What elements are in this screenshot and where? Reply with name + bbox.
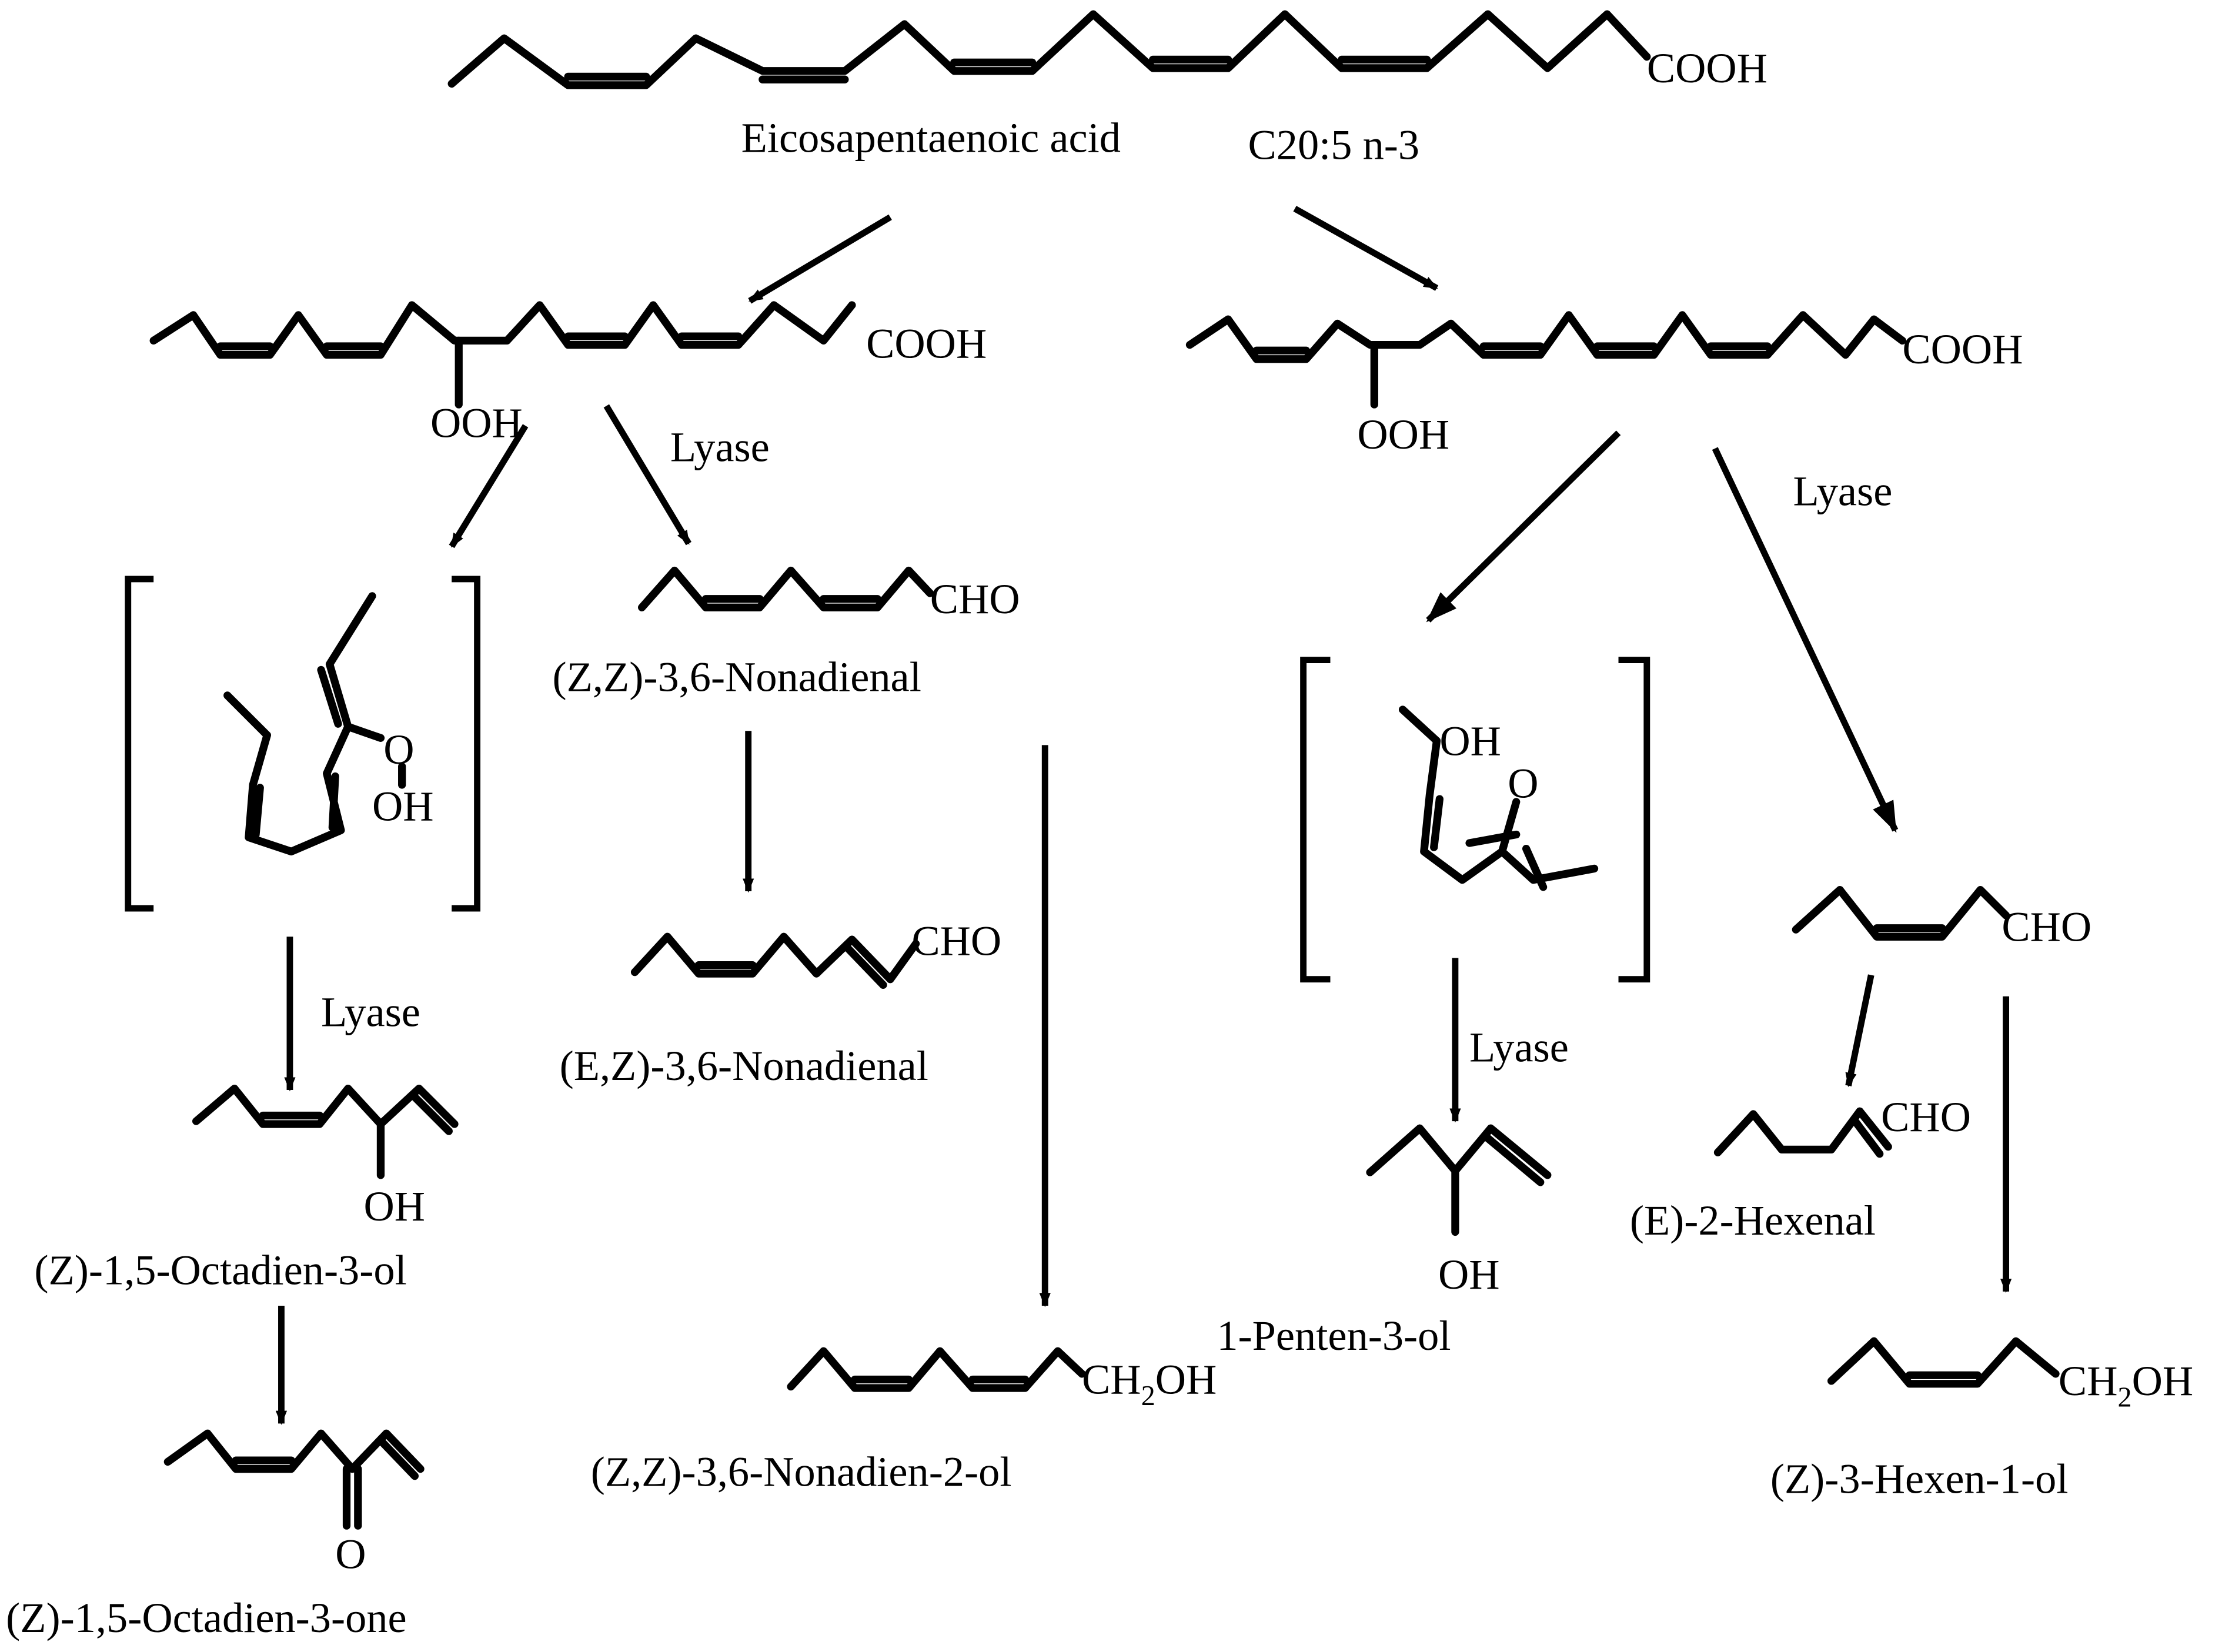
pentenol-oh-label: OH	[1438, 1250, 1500, 1298]
hexenol-ch2oh-ch: CH	[2059, 1357, 2118, 1404]
arrow-left-hydroperoxide-to-intermediate	[449, 424, 529, 549]
nonadienal-zz-name: (Z,Z)-3,6-Nonadienal	[553, 653, 921, 701]
hexenol-ch2oh-label: CH2OH	[2059, 1357, 2193, 1413]
hexenol-z-name: (Z)-3-Hexen-1-ol	[1770, 1455, 2069, 1503]
lyase-label-4: Lyase	[1469, 1024, 1569, 1071]
right-hydroperoxide-cooh-label: COOH	[1902, 325, 2023, 373]
epa-name-label: Eicosapentaenoic acid	[741, 113, 1121, 161]
pentenol-name: 1-Penten-3-ol	[1217, 1312, 1451, 1359]
left-hydroperoxide-ooh-label: OOH	[430, 399, 523, 447]
lyase-label-3: Lyase	[1793, 467, 1892, 514]
nonadienol-zz-name: (Z,Z)-3,6-Nonadien-2-ol	[591, 1448, 1012, 1496]
structure-right-hydroperoxide	[1185, 311, 1906, 409]
hexenal-e-name: (E)-2-Hexenal	[1630, 1196, 1876, 1244]
structure-nonadienol-zz	[787, 1347, 1086, 1392]
right-intermediate-oh-label: OH	[1439, 717, 1501, 764]
structure-left-alkoxy-intermediate	[223, 592, 406, 856]
structure-right-alkoxy-intermediate	[1398, 705, 1599, 891]
structure-nonadienal-zz	[638, 566, 934, 611]
structure-octadienol	[192, 1084, 459, 1179]
lyase-label-1: Lyase	[670, 423, 770, 471]
nonadienal-ez-name: (E,Z)-3,6-Nonadienal	[560, 1042, 928, 1089]
structure-hexenol-z	[1827, 1337, 2060, 1388]
structure-octadienone	[163, 1429, 425, 1530]
arrow-right-hydroperoxide-to-intermediate	[1426, 430, 1621, 623]
arrow-left-hydroperoxide-to-nonadienal	[603, 404, 691, 546]
arrow-epa-to-left-hydroperoxide	[748, 214, 892, 304]
hexenal-e-cho-label: CHO	[1881, 1093, 1971, 1141]
structure-eicosapentaenoic-acid	[447, 10, 1651, 89]
octadienol-oh-label: OH	[363, 1182, 425, 1230]
left-intermediate-o-label: O	[383, 725, 414, 773]
hexenol-ch2oh-sub: 2	[2117, 1382, 2131, 1413]
right-hydroperoxide-ooh-label: OOH	[1357, 410, 1449, 458]
nonadienal-ez-cho-label: CHO	[911, 917, 1001, 965]
right-intermediate-o-label: O	[1508, 760, 1538, 807]
ch2oh-ch: CH	[1082, 1356, 1141, 1403]
ch2oh-oh: OH	[1155, 1356, 1217, 1403]
arrow-right-hydroperoxide-to-hexenal	[1712, 447, 1899, 833]
structure-left-hydroperoxide	[149, 301, 856, 409]
hexenal-z-cho-label: CHO	[2002, 903, 2091, 951]
structure-hexenal-e	[1713, 1107, 1892, 1158]
octadienol-name: (Z)-1,5-Octadien-3-ol	[34, 1246, 406, 1294]
left-hydroperoxide-cooh-label: COOH	[866, 319, 987, 367]
structure-pentenol	[1366, 1124, 1552, 1236]
structure-hexenal-z	[1792, 885, 2010, 941]
octadienone-name: (Z)-1,5-Octadien-3-one	[6, 1594, 406, 1641]
arrow-epa-to-right-hydroperoxide	[1293, 206, 1439, 291]
bracket-left-intermediate	[125, 576, 481, 912]
structure-nonadienal-ez	[630, 932, 920, 989]
ch2oh-sub: 2	[1141, 1380, 1155, 1412]
epa-formula-label: C20:5 n-3	[1248, 121, 1419, 168]
arrow-hexenal-z-to-e	[1845, 974, 1875, 1088]
nonadienal-zz-cho-label: CHO	[930, 575, 1020, 623]
hexenol-ch2oh-oh: OH	[2132, 1357, 2194, 1404]
bracket-right-intermediate	[1300, 657, 1650, 983]
octadienone-o-label: O	[335, 1530, 366, 1578]
left-intermediate-oh-label: OH	[372, 782, 434, 830]
epa-cooh-label: COOH	[1647, 44, 1767, 92]
lyase-label-2: Lyase	[321, 988, 420, 1035]
nonadienol-ch2oh-label: CH2OH	[1082, 1356, 1217, 1412]
